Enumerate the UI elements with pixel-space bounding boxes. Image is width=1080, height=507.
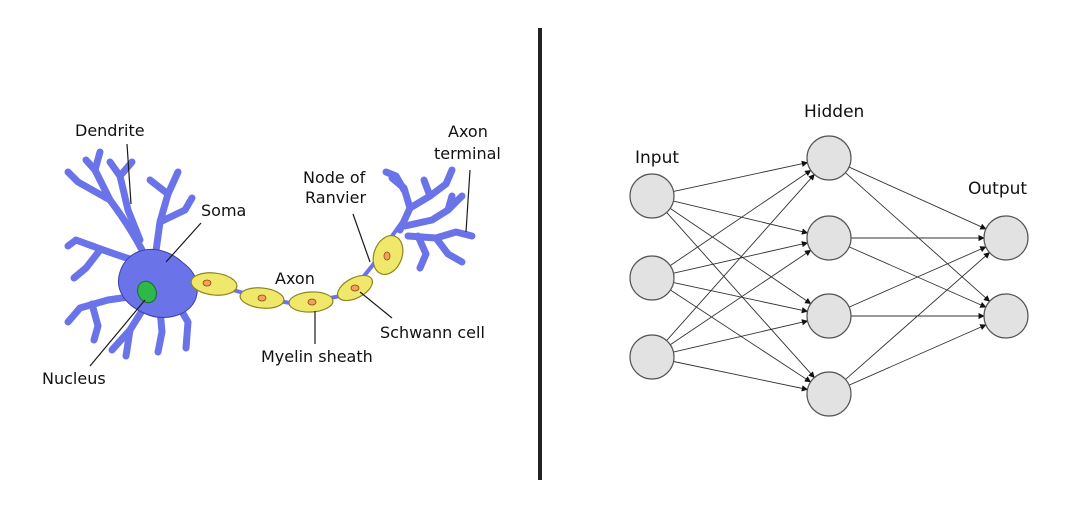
leader-soma bbox=[165, 222, 202, 263]
label-soma: Soma bbox=[201, 201, 246, 220]
dendrite-branch bbox=[116, 158, 136, 180]
leader-terminal bbox=[465, 169, 471, 233]
dendrite-branch bbox=[151, 168, 182, 262]
dendrite-branch bbox=[88, 300, 102, 344]
dendrite-branch bbox=[91, 148, 104, 174]
label-myelin-sheath: Myelin sheath bbox=[261, 347, 373, 366]
leader-lines bbox=[89, 143, 471, 367]
network-edge bbox=[845, 172, 991, 302]
hidden-node-2 bbox=[806, 215, 852, 261]
label-input-layer: Input bbox=[635, 148, 679, 168]
terminal-branch bbox=[406, 166, 456, 212]
label-dendrite: Dendrite bbox=[75, 121, 145, 140]
terminal-branch bbox=[382, 168, 408, 194]
label-axon: Axon bbox=[275, 269, 315, 288]
label-hidden-layer: Hidden bbox=[804, 102, 864, 122]
output-node-2 bbox=[983, 293, 1029, 339]
network-edge bbox=[673, 319, 809, 353]
terminal-branch bbox=[401, 192, 466, 230]
dendrite-branch bbox=[156, 194, 196, 226]
label-node-of-ranvier-line1: Node of bbox=[303, 168, 366, 187]
network-edge bbox=[848, 246, 987, 308]
soma bbox=[118, 248, 198, 318]
dendrite-branch bbox=[106, 158, 144, 244]
hidden-node-1 bbox=[806, 135, 852, 181]
input-node-1 bbox=[629, 173, 675, 219]
leader-nucleus bbox=[89, 299, 146, 367]
network-nodes bbox=[629, 135, 1029, 417]
terminal-branch bbox=[444, 192, 456, 214]
network-edge bbox=[673, 361, 809, 392]
nucleus bbox=[137, 280, 157, 304]
network-edges bbox=[666, 160, 991, 392]
dendrites bbox=[64, 148, 196, 360]
myelin-segment bbox=[190, 272, 238, 296]
output-node-1 bbox=[983, 215, 1029, 261]
network-edge bbox=[848, 324, 987, 386]
schwann-nucleus bbox=[257, 294, 267, 302]
network-edge bbox=[673, 200, 809, 235]
schwann-nucleus bbox=[383, 251, 391, 261]
schwann-nucleus bbox=[350, 284, 360, 292]
network-edge bbox=[670, 249, 812, 346]
network-edge bbox=[666, 212, 815, 379]
dendrite-branch bbox=[70, 246, 104, 282]
input-node-3 bbox=[629, 334, 675, 380]
network-edge bbox=[669, 207, 812, 305]
terminal-branch bbox=[432, 234, 466, 266]
dendrite-branch bbox=[122, 326, 134, 360]
network-edge bbox=[669, 169, 812, 267]
label-axon-terminal-line1: Axon bbox=[448, 122, 488, 141]
hidden-node-4 bbox=[806, 371, 852, 417]
dendrite-branch bbox=[64, 168, 114, 204]
terminal-branch bbox=[414, 232, 430, 272]
leader-schwann bbox=[359, 291, 393, 319]
network-edge bbox=[845, 252, 990, 380]
input-node-2 bbox=[629, 255, 675, 301]
axon-terminal-branches bbox=[382, 166, 476, 272]
label-schwann-cell: Schwann cell bbox=[380, 323, 485, 342]
neuron-diagram: Dendrite Soma Nucleus Axon Myelin sheath… bbox=[42, 121, 501, 388]
network-edge bbox=[673, 160, 809, 192]
leader-node bbox=[352, 213, 371, 263]
label-nucleus: Nucleus bbox=[42, 369, 106, 388]
terminal-branch bbox=[420, 176, 434, 200]
schwann-nucleus bbox=[307, 298, 317, 306]
label-axon-terminal-line2: terminal bbox=[434, 144, 501, 163]
network-edge bbox=[666, 173, 815, 341]
leader-dendrite bbox=[126, 143, 132, 205]
label-node-of-ranvier-line2: Ranvier bbox=[305, 188, 366, 207]
network-edge bbox=[670, 289, 812, 383]
label-output-layer: Output bbox=[968, 179, 1027, 199]
dendrite-branch bbox=[146, 176, 172, 198]
schwann-nucleus bbox=[202, 279, 212, 287]
hidden-node-3 bbox=[806, 293, 852, 339]
network-edge bbox=[848, 166, 987, 230]
neural-network-diagram: Input Hidden Output bbox=[629, 102, 1029, 417]
